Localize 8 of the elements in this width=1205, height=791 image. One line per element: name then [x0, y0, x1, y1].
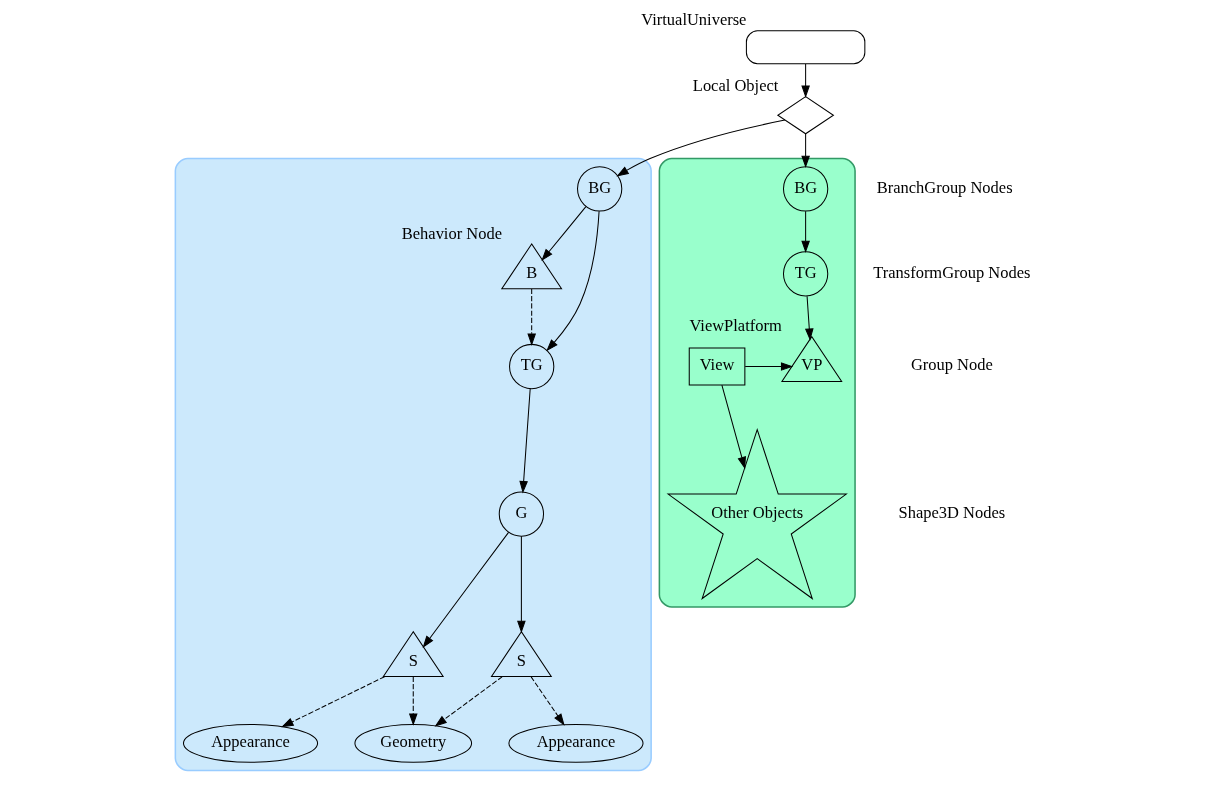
label: BranchGroup Nodes: [876, 177, 1013, 197]
node-label: Local Object: [692, 76, 778, 96]
node-label: Behavior Node: [401, 223, 502, 243]
node-label: ViewPlatform: [688, 316, 782, 336]
label: Shape3D Nodes: [898, 502, 1005, 522]
label: Group Node: [910, 355, 993, 375]
node-label: VirtualUniverse: [640, 10, 746, 30]
label: TransformGroup Nodes: [872, 262, 1030, 282]
